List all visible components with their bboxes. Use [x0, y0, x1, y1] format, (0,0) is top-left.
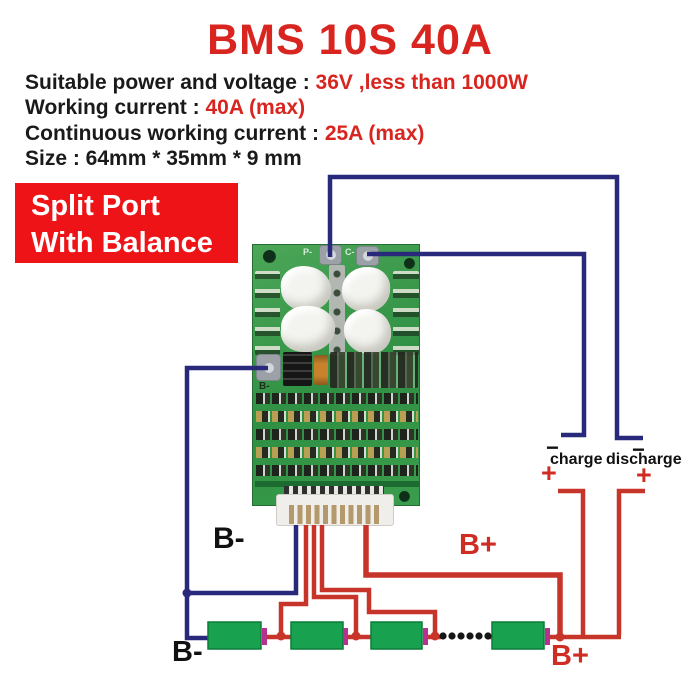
discharge-minus-sign: −: [632, 437, 645, 462]
label-b-minus-pack: B-: [172, 636, 203, 668]
silk-label-c-minus: C-: [345, 247, 355, 257]
pad-hole: [264, 363, 274, 373]
spec-label: Working current :: [25, 96, 206, 120]
inductor-component: [314, 355, 328, 385]
wire-balance-3: [319, 525, 438, 633]
balance-resistor-row: [256, 465, 418, 476]
discharge-plus-sign: +: [636, 460, 652, 490]
badge-line2: With Balance: [31, 227, 213, 259]
wire-p-minus-to-discharge: [327, 174, 643, 441]
spec-label: Continuous working current :: [25, 121, 325, 145]
split-port-badge: Split Port With Balance: [15, 183, 238, 263]
wire-b-minus-main: [184, 365, 268, 641]
spec-list: Suitable power and voltage : 36V ,less t…: [25, 70, 528, 172]
wire-balance-1: [278, 525, 309, 633]
smd-column-left: [255, 271, 280, 355]
junction-dot-red: [276, 631, 286, 641]
spec-line-continuous-current: Continuous working current : 25A (max): [25, 121, 528, 146]
connector-slots: [289, 505, 382, 524]
balance-resistor-row: [256, 429, 418, 440]
smd-column-right: [393, 271, 419, 355]
spec-value: 40A (max): [205, 96, 306, 120]
badge-line1: Split Port: [31, 190, 160, 222]
mount-hole: [404, 258, 415, 269]
balance-resistor-row: [256, 447, 418, 458]
junction-dot-red: [430, 631, 440, 641]
bms-pcb-board: P- C- B-: [252, 244, 420, 526]
spec-line-size: Size : 64mm * 35mm * 9 mm: [25, 146, 528, 171]
junction-dot-red: [351, 631, 361, 641]
cell-terminal: [262, 628, 267, 645]
cell-terminal: [343, 628, 348, 645]
balance-connector: [276, 494, 394, 526]
page-title: BMS 10S 40A: [207, 16, 493, 64]
smd-cluster: [330, 352, 418, 388]
label-b-plus-pack: B+: [551, 640, 589, 672]
wire-b-minus-balance: [189, 525, 299, 596]
wire-charge-positive: [558, 488, 586, 635]
spec-label: Size : 64mm * 35mm * 9 mm: [25, 147, 302, 171]
mount-hole: [263, 250, 276, 263]
ic-chip: [283, 352, 312, 386]
battery-cell-1: [207, 621, 262, 650]
mount-hole: [399, 491, 410, 502]
cell-terminal: [423, 628, 428, 645]
battery-cell-4: [491, 621, 545, 650]
balance-resistor-row: [256, 411, 418, 422]
wire-b-plus-feed: [363, 525, 563, 634]
battery-cell-3: [370, 621, 423, 650]
wire-discharge-positive: [616, 488, 645, 635]
label-charge: charge: [550, 451, 603, 468]
spec-value: 25A (max): [324, 121, 425, 145]
label-discharge: discharge: [606, 451, 682, 468]
junction-dot-blue: [182, 588, 192, 598]
continuation-dots: [439, 632, 492, 640]
junction-dot-red: [555, 632, 565, 642]
wire-balance-2: [311, 525, 359, 633]
wire-c-minus-to-charge: [367, 251, 587, 438]
board-edge-strip: [255, 481, 419, 487]
spec-value: 36V ,less than 1000W: [315, 71, 528, 94]
spec-line-power: Suitable power and voltage : 36V ,less t…: [25, 70, 528, 95]
battery-cell-2: [290, 621, 344, 650]
silk-label-b-minus: B-: [259, 381, 270, 392]
spec-label: Suitable power and voltage :: [25, 71, 316, 94]
label-b-minus-wire: B-: [213, 522, 245, 555]
cell-terminal: [545, 628, 550, 645]
silk-label-p-minus: P-: [303, 247, 312, 257]
spec-line-working-current: Working current : 40A (max): [25, 95, 528, 120]
charge-plus-sign: +: [541, 458, 557, 488]
balance-resistor-row: [256, 393, 418, 404]
label-b-plus-wire: B+: [459, 529, 497, 561]
charge-minus-sign: −: [546, 435, 559, 460]
connector-pins: [284, 486, 384, 496]
